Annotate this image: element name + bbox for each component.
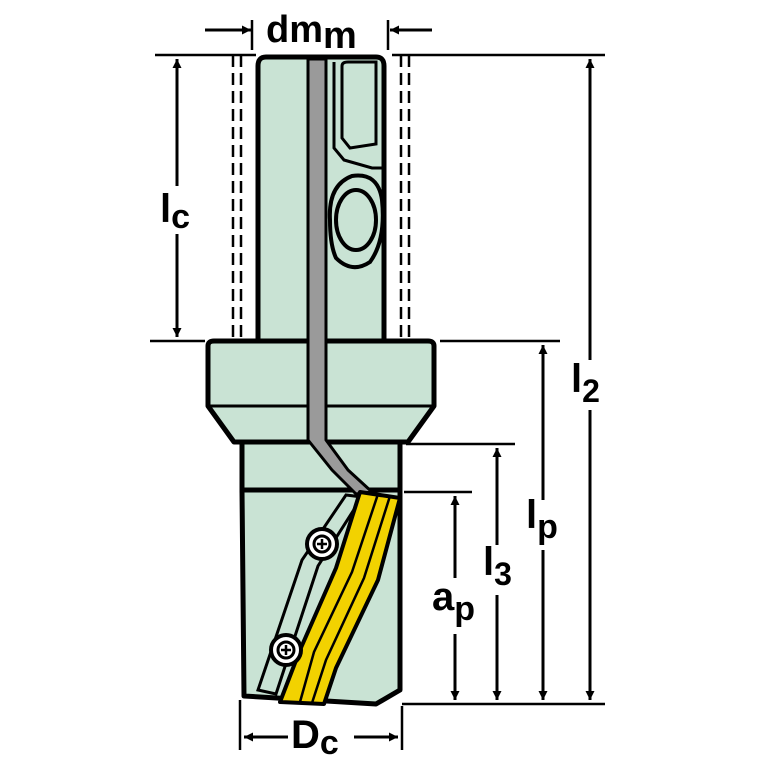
l3-label: l3 [483, 540, 512, 592]
l2-label-bg [568, 360, 612, 410]
ap-label-bg [428, 578, 488, 634]
clamping-flat [327, 60, 385, 270]
dmm-label: dmm [266, 9, 357, 57]
l2-label: l2 [571, 357, 600, 409]
clamp-screw-recess [334, 188, 378, 252]
insert-screw-lower [269, 633, 303, 667]
dmm-label-bg [262, 6, 378, 50]
lc-label: lc [160, 187, 190, 236]
ap-label: ap [432, 575, 475, 628]
lc-label-bg [156, 186, 200, 234]
insert-assembly [256, 490, 402, 706]
dc-label: Dc [291, 713, 339, 762]
extension-lines [150, 20, 605, 750]
dc-label-bg [288, 714, 354, 762]
dashed-extension-lines [231, 55, 411, 340]
lp-label-bg [524, 500, 570, 550]
insert-screw-upper [305, 527, 339, 561]
lp-label: lp [526, 493, 558, 546]
